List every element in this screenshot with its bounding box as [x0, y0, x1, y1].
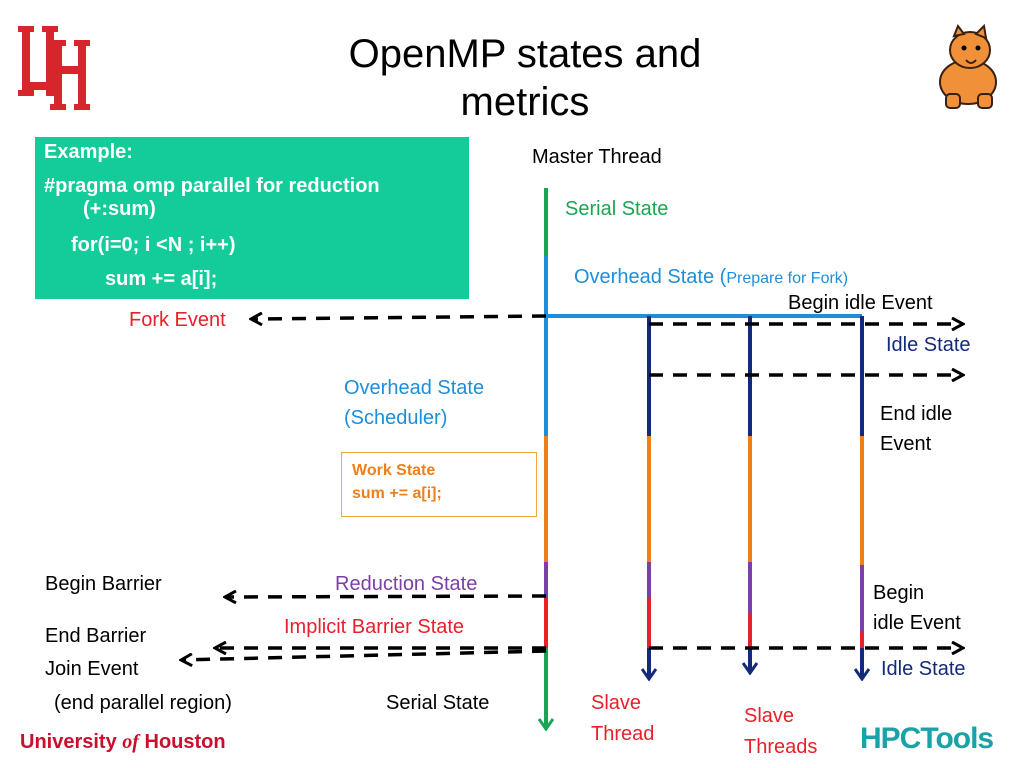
- begin-idle-event-label-1: Begin: [873, 582, 925, 604]
- fork-event-label: Fork Event: [129, 309, 226, 331]
- overhead-fork-label: Overhead State (Prepare for Fork): [574, 266, 848, 289]
- begin-idle-event-label-top: Begin idle Event: [788, 292, 933, 314]
- cougar-mascot-image: [928, 20, 1006, 117]
- master-thread-label: Master Thread: [532, 146, 662, 168]
- work-state-box: Work State sum += a[i];: [341, 452, 537, 517]
- begin-barrier-label: Begin Barrier: [45, 573, 162, 595]
- code-line-for: for(i=0; i <N ; i++): [71, 234, 236, 256]
- serial-state-label-bottom: Serial State: [386, 692, 490, 714]
- join-event-label: Join Event: [45, 658, 139, 680]
- slave-threads-label-1: Slave: [744, 705, 795, 727]
- work-state-code: sum += a[i];: [352, 485, 442, 502]
- uh-word-of: of: [122, 731, 139, 753]
- code-line-sum: sum += a[i];: [105, 268, 218, 290]
- implicit-barrier-label: Implicit Barrier State: [284, 616, 465, 638]
- hpctools-logo: HPCTools: [860, 722, 994, 755]
- overhead-fork-prefix: Overhead State (: [574, 266, 727, 288]
- begin-idle-event-label-2: idle Event: [873, 612, 961, 634]
- uh-word-university: University: [20, 731, 123, 753]
- end-parallel-region-label: (end parallel region): [54, 692, 232, 714]
- code-line-pragma: #pragma omp parallel for reduction: [44, 175, 380, 197]
- begin-barrier-arrow: [226, 596, 547, 597]
- work-state-title: Work State: [352, 462, 436, 479]
- uh-logo: [16, 22, 94, 119]
- idle-state-label-bottom: Idle State: [881, 658, 966, 680]
- reduction-state-label: Reduction State: [335, 573, 478, 595]
- university-of-houston-wordmark: University of Houston: [20, 731, 226, 754]
- overhead-scheduler-label-1: Overhead State: [344, 377, 485, 399]
- slave-threads-label-2: Threads: [744, 736, 818, 758]
- slide-title: OpenMP states and metrics: [260, 30, 790, 126]
- fork-event-arrow: [252, 316, 547, 319]
- code-line-reduction: (+:sum): [83, 198, 156, 220]
- code-line-example: Example:: [44, 141, 133, 163]
- end-idle-event-label-1: End idle: [880, 403, 953, 425]
- serial-state-label-top: Serial State: [565, 198, 669, 220]
- uh-word-houston: Houston: [138, 731, 226, 753]
- end-idle-event-label-2: Event: [880, 433, 932, 455]
- title-line-1: OpenMP states and: [348, 32, 702, 76]
- overhead-scheduler-label-2: (Scheduler): [344, 407, 448, 429]
- slave-thread-label-2: Thread: [591, 723, 655, 745]
- join-event-arrow: [182, 649, 547, 660]
- cougar-icon: [939, 23, 997, 109]
- uh-logo-mark: [18, 26, 90, 110]
- code-example-box: Example: #pragma omp parallel for reduct…: [35, 137, 469, 299]
- idle-state-label-top: Idle State: [886, 334, 971, 356]
- overhead-fork-detail: Prepare for Fork): [726, 270, 849, 287]
- title-line-2: metrics: [460, 80, 590, 124]
- slave-thread-label-1: Slave: [591, 692, 642, 714]
- end-barrier-label: End Barrier: [45, 625, 147, 647]
